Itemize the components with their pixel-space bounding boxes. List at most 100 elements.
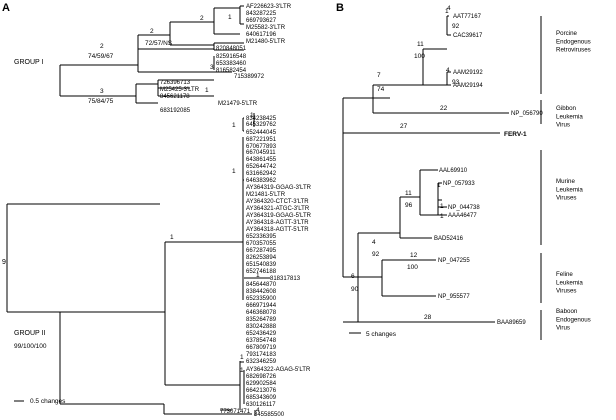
tree-label: 27 — [400, 123, 408, 130]
leaf-label: 820848051 — [216, 46, 247, 52]
tree-label: 11 — [405, 190, 412, 197]
tree-label: 1 — [205, 87, 209, 94]
leaf-label: M21479-5'LTR — [218, 101, 258, 107]
tree-label: 1 — [437, 182, 441, 189]
leaf-label: 670357055 — [246, 241, 277, 247]
tree-label: 1 — [440, 213, 444, 220]
leaf-label: BAD52416 — [434, 236, 464, 242]
leaf-label: 652644742 — [246, 164, 277, 170]
tree-label: 6 — [351, 273, 355, 280]
leaf-label: 652444045 — [246, 130, 277, 136]
leaf-label: NP_056790 — [511, 111, 543, 117]
group2-label: GROUP II — [14, 330, 45, 337]
scale-label-a: 0.5 changes — [30, 398, 66, 405]
group-label-baboon: Virus — [556, 325, 570, 332]
leaf-label: NP_047255 — [438, 258, 470, 264]
leaf-label: AY364319-GGAG-5'LTR — [246, 213, 312, 219]
tree-label: 22 — [440, 105, 448, 112]
group-label-porcine: Retroviruses — [556, 47, 591, 54]
leaf-label: 845644870 — [246, 282, 277, 288]
leaf-label: 682698726 — [246, 374, 277, 380]
leaf-label: AY364318-AGTT-3'LTR — [246, 220, 309, 226]
group1-label: GROUP I — [14, 59, 43, 66]
group-label-baboon: Baboon — [556, 308, 578, 315]
tree-label: 93 — [452, 79, 460, 86]
leaf-label: 646383962 — [246, 178, 277, 184]
leaf-label: 669793627 — [246, 18, 277, 24]
tree-label: 1 — [445, 8, 449, 15]
group-label-gibbon: Virus — [556, 122, 570, 129]
leaf-label: 715389972 — [234, 74, 265, 80]
leaf-label: AAA46477 — [448, 213, 477, 219]
leaf-label: AAL69910 — [439, 168, 468, 174]
tree-label: 100 — [407, 264, 418, 271]
tree-label: 2 — [100, 43, 104, 50]
group2-support: 99/100/100 — [14, 343, 47, 350]
leaf-label: 825916548 — [216, 54, 247, 60]
tree-label: 1 — [250, 112, 254, 119]
group-label-feline: Leukemia — [556, 279, 583, 286]
root-support-value: 9 — [2, 259, 6, 266]
tree-label: 7 — [377, 72, 381, 79]
tree-label: 1 — [232, 122, 236, 129]
tree-label: 3 — [210, 64, 214, 71]
leaf-label: CAC39617 — [453, 33, 483, 39]
tree-label: 92 — [372, 251, 380, 258]
leaf-label: AY364318-AGTT-5'LTR — [246, 227, 309, 233]
leaf-label: 818317813 — [270, 276, 301, 282]
leaf-label: 838442608 — [246, 289, 277, 295]
tree-label: 100 — [414, 53, 425, 60]
group-label-feline: Feline — [556, 271, 573, 278]
leaf-label: 685343609 — [246, 395, 277, 401]
leaf-label: 687221951 — [246, 137, 277, 143]
tree-branches — [6, 5, 542, 416]
tree-label: 1 — [232, 168, 236, 175]
group-label-gibbon: Gibbon — [556, 105, 577, 112]
group-label-feline: Viruses — [556, 288, 577, 295]
leaf-label: AAM29194 — [453, 83, 483, 89]
leaf-label: 667287495 — [246, 248, 277, 254]
support-ns: 72/57/NS — [145, 40, 173, 47]
leaf-label: 652335900 — [246, 296, 277, 302]
tree-label: 1 — [228, 14, 232, 21]
leaf-label: M21481-5'LTR — [246, 192, 286, 198]
leaf-label: 667809719 — [246, 345, 277, 351]
tree-label: 4 — [447, 5, 451, 12]
leaf-label: AY364321-ATGC-3'LTR — [246, 206, 310, 212]
tree-label: 2 — [200, 15, 204, 22]
leaf-label: M25425-3'LTR — [160, 87, 200, 93]
leaf-label: 664213076 — [246, 388, 277, 394]
tree-label: 1 — [240, 367, 244, 374]
leaf-label: 834238425 — [246, 116, 277, 122]
tree-label: 1 — [170, 234, 174, 241]
leaf-label: 640617196 — [246, 32, 277, 38]
leaf-label: 631662942 — [246, 171, 277, 177]
tree-label: 4 — [256, 407, 260, 414]
tree-label: 12 — [410, 252, 418, 259]
tree-label: 90 — [351, 286, 359, 293]
leaf-label: AY364319-GGAG-3'LTR — [246, 185, 312, 191]
leaf-label: M21480-5'LTR — [246, 39, 286, 45]
tree-label: 4 — [372, 239, 376, 246]
leaf-label: 793174183 — [246, 352, 277, 358]
leaf-label: 652436429 — [246, 331, 277, 337]
group-label-gibbon: Leukemia — [556, 113, 583, 120]
tree-label: 3 — [100, 88, 104, 95]
group-label-baboon: Endogenous — [556, 316, 591, 323]
leaf-label: 632346259 — [246, 359, 277, 365]
leaf-label: 643861455 — [246, 157, 277, 163]
leaf-label: 652336395 — [246, 234, 277, 240]
leaf-label: 683192085 — [160, 108, 191, 114]
tree-label: 28 — [424, 314, 432, 321]
group-label-murine: Viruses — [556, 195, 577, 202]
leaf-label: 651540839 — [246, 262, 277, 268]
tree-label: 1 — [256, 272, 260, 279]
leaf-label: 835264789 — [246, 317, 277, 323]
panel-a-label: A — [2, 2, 10, 14]
leaf-label: 773071471 — [220, 409, 251, 415]
leaf-label: 667045911 — [246, 150, 276, 156]
leaf-label: 629902584 — [246, 381, 277, 387]
leaf-label: 845585500 — [254, 412, 285, 418]
leaf-label: 843287225 — [246, 11, 277, 17]
leaf-label: NP_955577 — [438, 294, 470, 300]
